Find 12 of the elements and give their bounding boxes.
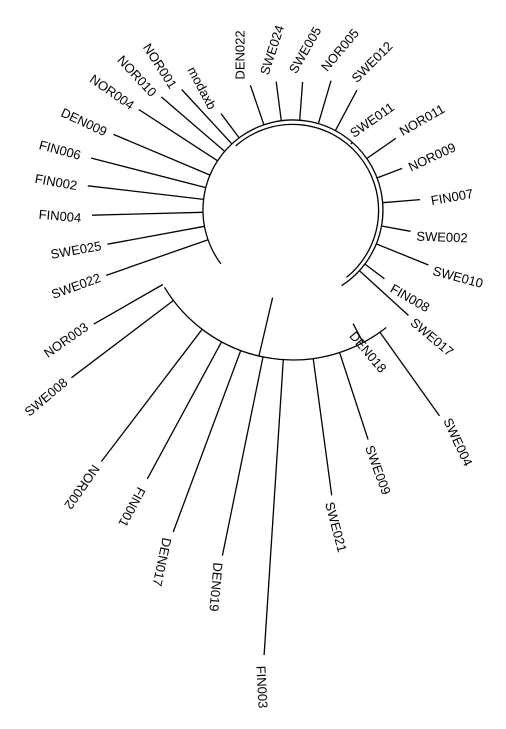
taxon-label: DEN017 bbox=[150, 536, 174, 588]
taxon-label: SWE021 bbox=[323, 500, 349, 554]
taxon-label: FIN006 bbox=[38, 138, 82, 162]
taxon-label: FIN004 bbox=[38, 208, 82, 224]
taxon-label: FIN003 bbox=[254, 665, 270, 709]
taxon-label: DEN022 bbox=[234, 30, 246, 80]
taxon-label: FIN007 bbox=[430, 186, 474, 208]
taxon-label: FIN002 bbox=[34, 172, 78, 192]
taxon-label: SWE010 bbox=[432, 264, 484, 290]
taxon-label: SWE002 bbox=[416, 230, 468, 244]
taxon-label: DEN019 bbox=[207, 562, 225, 612]
taxon-label: SWE025 bbox=[50, 239, 102, 261]
